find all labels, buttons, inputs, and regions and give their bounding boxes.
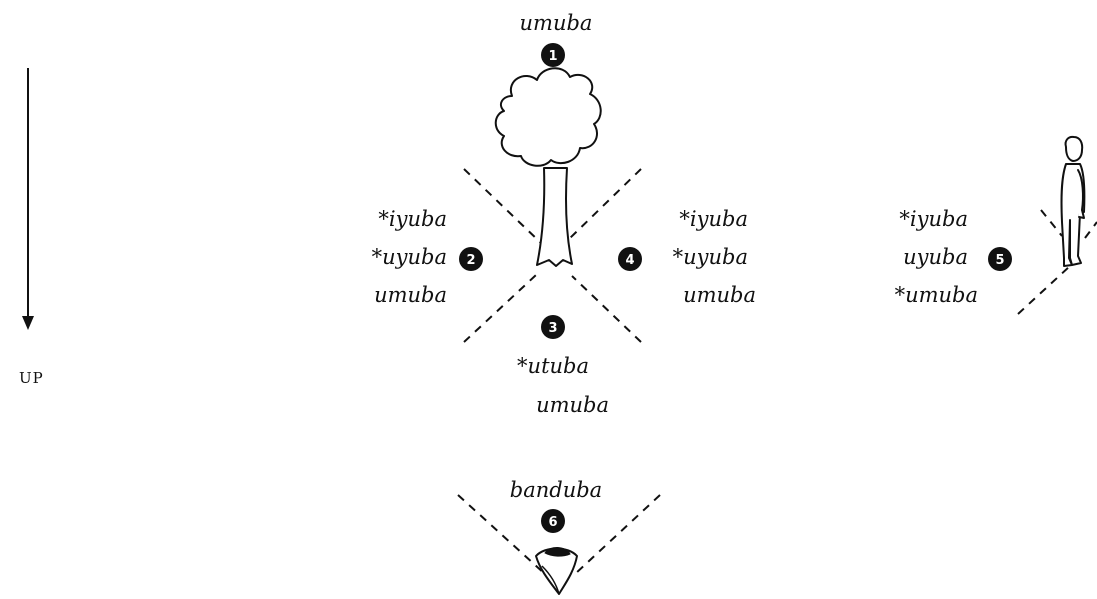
region-1-number: 1 <box>548 49 557 64</box>
region-3: 3 *utuba umuba <box>517 315 609 417</box>
region-2-form-3: umuba <box>374 283 447 307</box>
region-5-form-1: *iyuba <box>899 207 968 231</box>
region-5-number: 5 <box>995 253 1004 268</box>
region-3-form-1: *utuba <box>517 354 589 378</box>
region-4-marker <box>618 247 642 271</box>
region-5-form-3: *umuba <box>895 283 978 307</box>
region-2-form-2: *uyuba <box>372 245 447 269</box>
down-arrow-icon <box>22 68 34 330</box>
tree-icon <box>494 67 602 267</box>
region-3-number: 3 <box>548 321 557 336</box>
tree-region-dividers <box>463 168 642 343</box>
viewer-cone <box>457 494 661 575</box>
region-4-form-1: *iyuba <box>679 207 748 231</box>
region-6-number: 6 <box>548 515 557 530</box>
region-1: umuba 1 <box>520 11 593 67</box>
region-5-marker <box>988 247 1012 271</box>
region-2-marker <box>459 247 483 271</box>
region-6-marker <box>541 509 565 533</box>
region-2-form-1: *iyuba <box>378 207 447 231</box>
region-4-form-3: umuba <box>683 283 756 307</box>
region-1-marker <box>541 43 565 67</box>
standing-person-icon <box>1060 135 1086 267</box>
region-1-form-1: umuba <box>520 11 593 35</box>
axis-label: UP <box>19 369 44 387</box>
region-3-form-2: umuba <box>536 393 609 417</box>
region-4-number: 4 <box>625 253 634 268</box>
eye-icon <box>535 547 578 595</box>
region-4-form-2: *uyuba <box>673 245 748 269</box>
region-2-number: 2 <box>466 253 475 268</box>
region-4: 4 *iyuba *uyuba umuba <box>618 207 756 307</box>
region-6: banduba 6 <box>510 478 602 533</box>
region-2: *iyuba *uyuba umuba 2 <box>372 207 483 307</box>
region-5-form-2: uyuba <box>903 245 968 269</box>
region-5: *iyuba uyuba *umuba 5 <box>895 207 1012 307</box>
region-3-marker <box>541 315 565 339</box>
region-6-form-1: banduba <box>510 478 602 502</box>
person-region-dividers <box>1017 209 1097 315</box>
